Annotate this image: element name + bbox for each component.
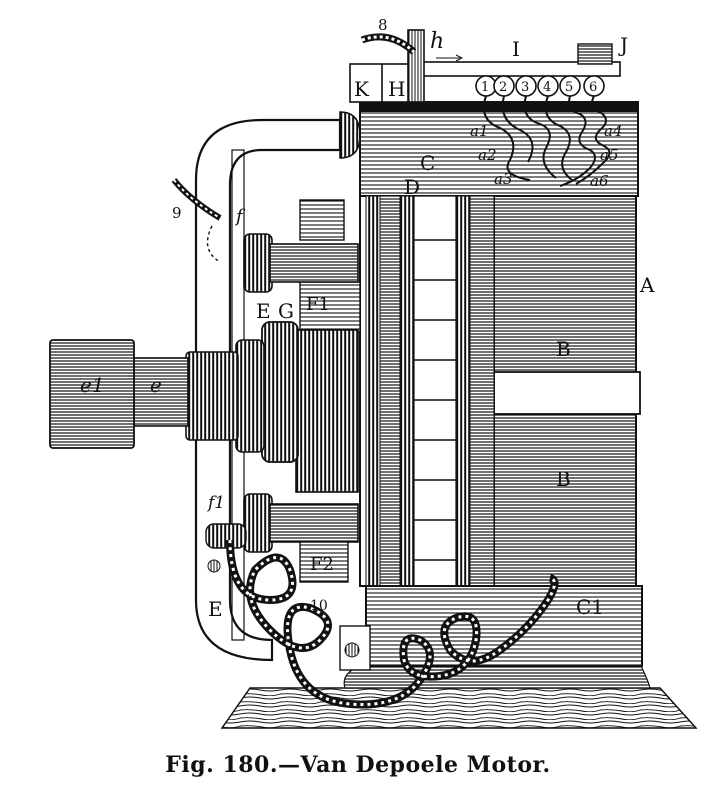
label-B-top: B [556, 337, 571, 361]
label-G: G [278, 299, 294, 323]
label-I: I [512, 37, 520, 61]
label-contact-2: 2 [499, 80, 507, 95]
label-C: C [420, 151, 435, 175]
label-E-bottom: E [208, 597, 223, 621]
label-A: A [639, 273, 655, 297]
shaft-pulley [49, 339, 265, 453]
armature-D [359, 195, 495, 587]
label-a5: a5 [600, 146, 619, 164]
lower-brush-holder [205, 493, 359, 583]
resistance-coils [482, 95, 611, 187]
label-a1: a1 [470, 122, 489, 140]
label-a4: a4 [604, 122, 623, 140]
label-a6: a6 [590, 172, 609, 190]
label-contact-4: 4 [543, 80, 551, 95]
label-8: 8 [378, 16, 388, 34]
label-contact-6: 6 [589, 80, 597, 95]
label-f1: f1 [206, 493, 225, 513]
label-F2: F2 [310, 554, 334, 575]
figure-caption: Fig. 180.—Van Depoele Motor. [165, 752, 551, 778]
field-magnet-A [489, 195, 641, 587]
label-K: K [354, 77, 370, 101]
switch-assembly [349, 29, 621, 103]
label-B-bottom: B [556, 467, 571, 491]
cable-10 [226, 539, 559, 709]
diagram-labels: 8 h I J K H 1 2 3 4 5 6 a1 a2 a3 a4 a5 a… [80, 16, 655, 621]
label-9: 9 [172, 204, 182, 222]
bottom-plate-C1 [339, 585, 643, 671]
top-plate-C [359, 101, 639, 197]
label-a2: a2 [478, 146, 497, 164]
label-e1: e1 [80, 373, 105, 397]
label-C1: C1 [576, 595, 604, 619]
label-h: h [430, 29, 444, 54]
label-D: D [404, 175, 420, 199]
label-contact-3: 3 [521, 80, 529, 95]
label-F1: F1 [306, 294, 330, 315]
label-10: 10 [310, 598, 328, 614]
upper-brush-holder [206, 199, 361, 333]
label-J: J [618, 33, 628, 57]
label-H: H [388, 77, 405, 101]
label-a3: a3 [494, 170, 513, 188]
commutator-G [261, 321, 359, 493]
label-contact-1: 1 [481, 80, 489, 95]
contact-row [475, 75, 605, 97]
lead-wire-9 [171, 178, 222, 221]
label-e: e [150, 373, 162, 397]
label-contact-5: 5 [565, 80, 573, 95]
label-E-top: E [256, 299, 271, 323]
